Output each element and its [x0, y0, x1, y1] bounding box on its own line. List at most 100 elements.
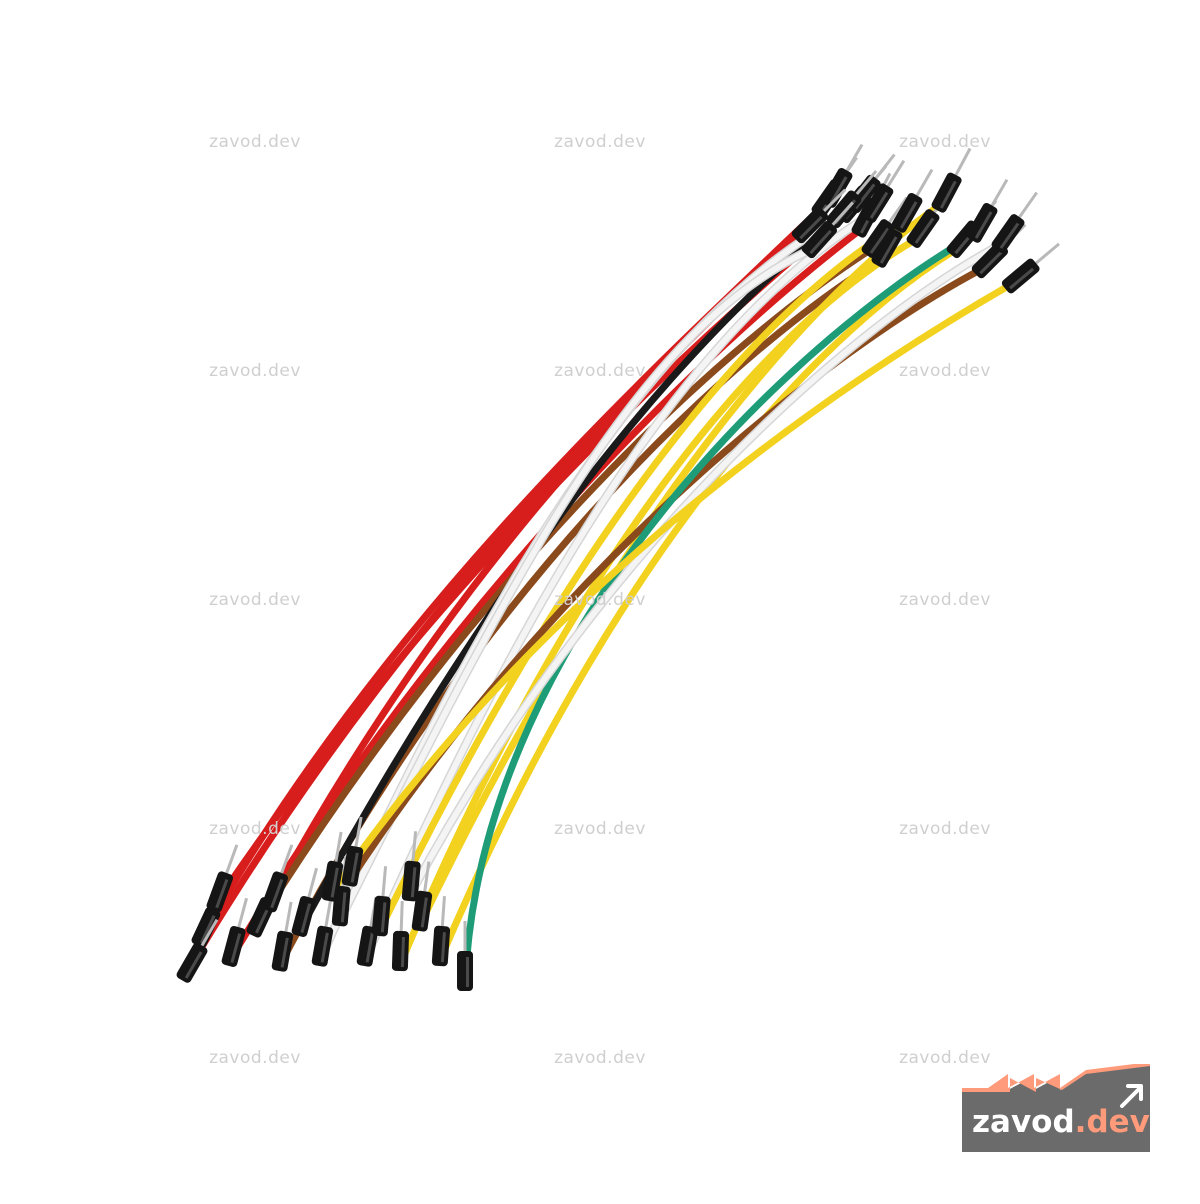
bottom-connector: [371, 866, 391, 937]
metal-pin: [278, 844, 294, 878]
connector-highlight: [869, 227, 890, 254]
connector-highlight: [200, 915, 216, 944]
wire-cables: [181, 196, 1014, 989]
connector-highlight: [809, 229, 832, 255]
top-connector: [861, 159, 906, 223]
connector-housing: [261, 871, 289, 913]
connector-highlight: [879, 236, 898, 264]
watermark: zavod.dev: [209, 1048, 301, 1068]
metal-pin: [988, 178, 1009, 210]
top-connector: [801, 201, 854, 259]
metal-pin: [306, 867, 319, 902]
yellow-wire: [376, 221, 904, 934]
connector-housing: [826, 190, 862, 229]
bottom-connector: [401, 831, 421, 902]
connector-housing: [931, 172, 962, 213]
metal-pin: [884, 159, 906, 191]
watermark: zavod.dev: [209, 590, 301, 610]
white-wire-core: [407, 242, 1003, 898]
connector-housing: [1001, 258, 1040, 294]
logo-name: zavod: [972, 1104, 1075, 1140]
connector-highlight: [410, 867, 417, 898]
connector-highlight: [330, 867, 339, 898]
zavod-dev-logo: zavod.dev: [962, 1064, 1150, 1152]
connector-highlight: [280, 937, 289, 968]
watermark: zavod.dev: [554, 132, 646, 152]
metal-pin: [381, 866, 388, 901]
bottom-connector: [341, 816, 364, 887]
watermark: zavod.dev: [209, 819, 301, 839]
connector-highlight: [350, 852, 359, 883]
watermark: zavod.dev: [899, 132, 991, 152]
metal-pin: [422, 861, 431, 896]
connector-housing: [457, 951, 473, 991]
top-connector: [861, 196, 908, 258]
watermark: zavod.dev: [554, 819, 646, 839]
bottom-connector: [176, 918, 219, 983]
bottom-connector: [311, 896, 334, 967]
connector-highlight: [979, 250, 1003, 275]
bottom-connector: [291, 867, 319, 937]
metal-pin: [236, 897, 249, 932]
metal-pin: [885, 196, 908, 227]
metal-pin: [323, 896, 333, 931]
watermark: zavod.dev: [554, 361, 646, 381]
connector-housing: [176, 943, 208, 983]
connector-highlight: [899, 201, 918, 229]
connector-housing: [801, 221, 838, 259]
bottom-connector: [221, 897, 249, 967]
connector-highlight: [466, 957, 469, 987]
metal-pin: [952, 147, 972, 180]
connector-highlight: [974, 211, 993, 239]
connector-highlight: [300, 903, 312, 933]
connector-highlight: [400, 937, 405, 968]
connector-highlight: [365, 932, 374, 963]
white-wire-core: [337, 247, 813, 923]
top-connector: [891, 168, 934, 233]
logo-tld: dev: [1086, 1104, 1150, 1140]
watermark: zavod.dev: [899, 590, 991, 610]
connector-highlight: [380, 902, 387, 933]
metal-pin: [1032, 242, 1060, 267]
watermark: zavod.dev: [899, 819, 991, 839]
bottom-connector: [411, 861, 433, 932]
metal-pin: [1015, 191, 1038, 222]
watermark: zavod.dev: [899, 361, 991, 381]
top-connector: [821, 143, 864, 208]
top-connector: [1001, 242, 1060, 294]
watermark: zavod.dev: [554, 1048, 646, 1068]
metal-pin: [223, 844, 239, 878]
metal-pin: [872, 153, 896, 183]
yellow-wire: [326, 281, 1014, 899]
watermark: zavod.dev: [209, 132, 301, 152]
metal-pin: [820, 188, 847, 215]
logo-dot: .: [1074, 1104, 1087, 1140]
watermark: zavod.dev: [554, 590, 646, 610]
bottom-connector: [431, 896, 451, 967]
metal-pin: [198, 918, 219, 950]
metal-pin: [283, 901, 293, 936]
watermark: zavod.dev: [209, 361, 301, 381]
top-connector: [991, 191, 1038, 253]
bottom-connector: [261, 844, 294, 913]
bottom-connector: [206, 844, 239, 913]
metal-pin: [411, 831, 418, 866]
connector-highlight: [799, 215, 823, 240]
bottom-connector: [391, 900, 410, 972]
white-wire-core: [362, 212, 873, 963]
connector-highlight: [829, 176, 848, 204]
connector-housing: [391, 930, 410, 972]
metal-pin: [913, 168, 934, 200]
connector-highlight: [999, 222, 1020, 249]
logo-wordmark: zavod.dev: [972, 1104, 1150, 1140]
connector-highlight: [230, 933, 242, 963]
metal-pin: [843, 143, 864, 175]
connector-highlight: [939, 180, 957, 209]
connector-highlight: [320, 932, 329, 963]
top-connector: [931, 147, 972, 213]
connector-highlight: [914, 217, 935, 244]
connector-highlight: [440, 932, 446, 963]
bottom-connector: [271, 901, 294, 972]
